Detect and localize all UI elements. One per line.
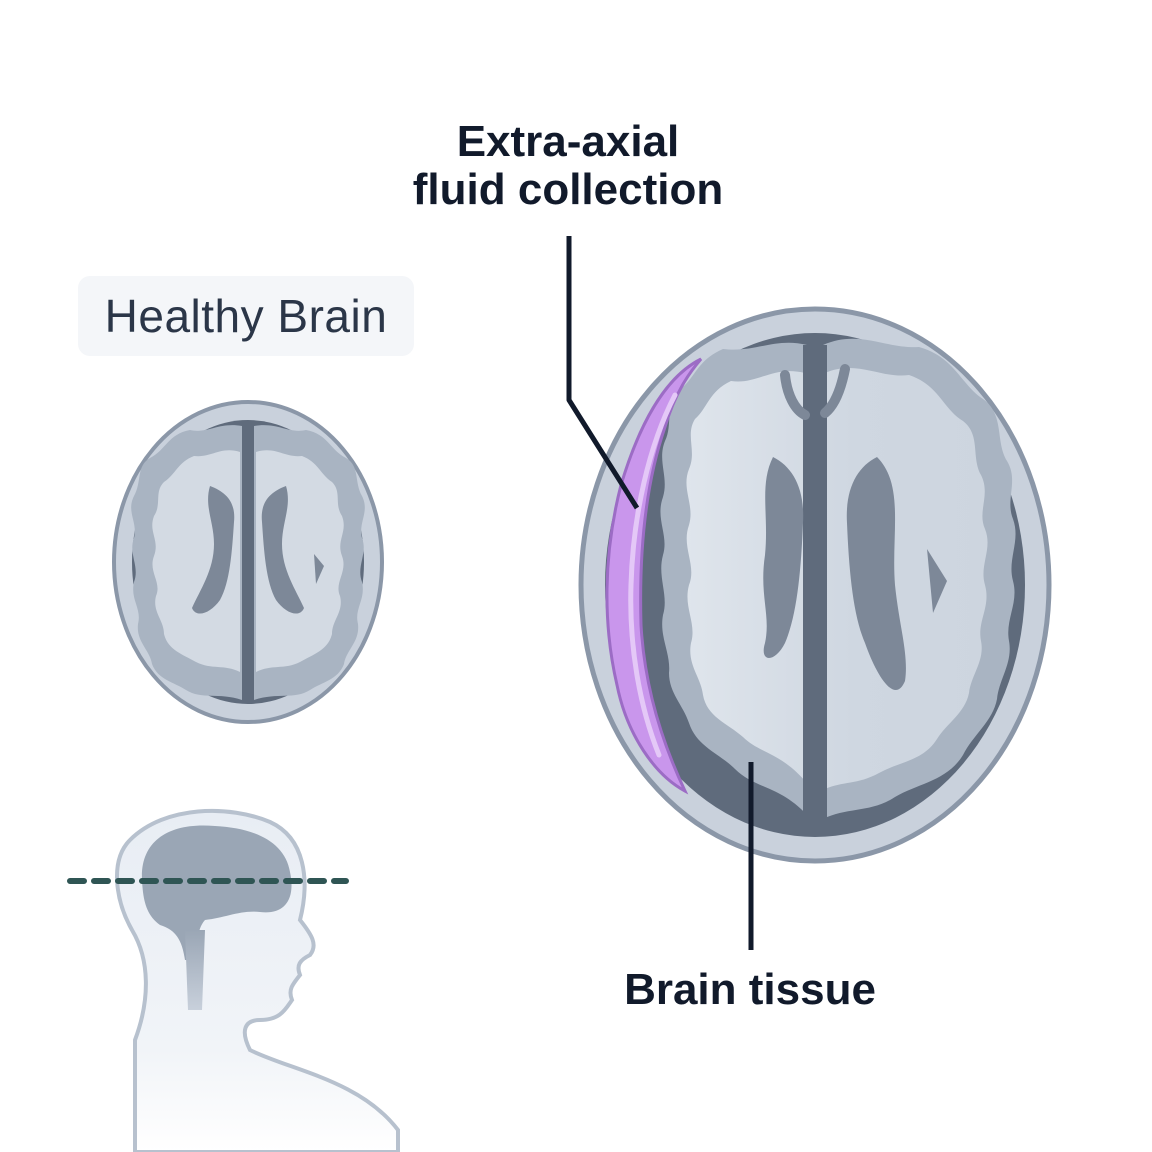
- brain-tissue-label: Brain tissue: [624, 965, 876, 1014]
- head-silhouette: [67, 808, 400, 1152]
- extra-axial-label: Extra-axial fluid collection: [368, 118, 768, 214]
- extra-axial-label-line1: Extra-axial: [456, 117, 680, 166]
- extra-axial-label-line2: fluid collection: [412, 165, 724, 214]
- healthy-brain-scan: [112, 400, 384, 724]
- extra-axial-fluid-highlight: [628, 392, 678, 758]
- head-brain: [141, 825, 292, 960]
- affected-sulci: [803, 345, 827, 819]
- healthy-ventricle-right: [261, 486, 304, 614]
- affected-sulcus-top: [780, 364, 850, 420]
- healthy-ventricle-small: [314, 554, 324, 584]
- healthy-brain-label: Healthy Brain: [78, 276, 414, 356]
- affected-white-matter: [686, 367, 988, 789]
- healthy-white-matter: [152, 450, 344, 672]
- affected-brain-scan: [578, 306, 1052, 864]
- head-brainstem: [185, 930, 205, 1010]
- healthy-ventricle-left: [192, 486, 235, 614]
- healthy-brain-text: Healthy Brain: [104, 290, 388, 342]
- affected-ventricle-small: [927, 549, 947, 613]
- extra-axial-leader-line: [566, 236, 640, 510]
- affected-ventricle-right: [846, 457, 906, 690]
- affected-ventricle-left: [763, 457, 804, 658]
